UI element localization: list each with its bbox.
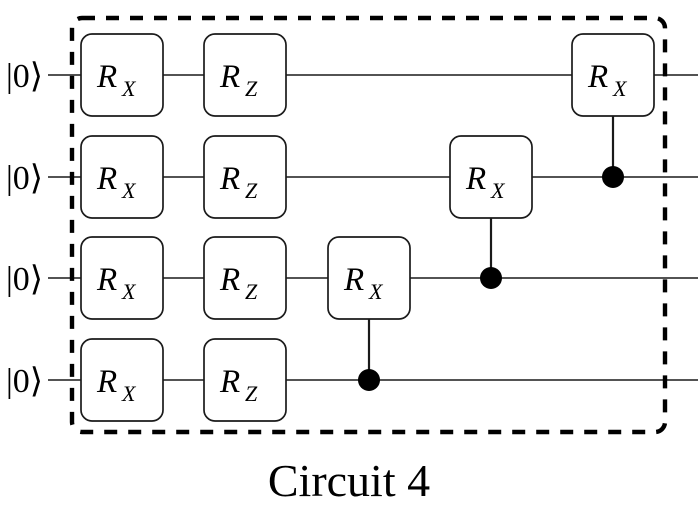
- gate-rx-q0[interactable]: R X: [80, 33, 164, 117]
- gate-symbol: R: [219, 59, 240, 95]
- qubit-label-2: |0⟩: [6, 261, 43, 298]
- gate-crx-q1-ctrl-q2[interactable]: R X: [449, 135, 533, 219]
- circuit-caption: Circuit 4: [268, 455, 430, 506]
- gate-symbol: R: [96, 364, 117, 400]
- gate-symbol: R: [219, 262, 240, 298]
- gate-rz-q2[interactable]: R Z: [203, 236, 287, 320]
- gate-crx-q0-ctrl-q1[interactable]: R X: [571, 33, 655, 117]
- gate-crx-q2-ctrl-q3[interactable]: R X: [327, 236, 411, 320]
- gate-subscript: Z: [245, 279, 258, 304]
- gate-box: [327, 236, 411, 320]
- qubit-label-1: |0⟩: [6, 160, 43, 197]
- gate-subscript: Z: [245, 76, 258, 101]
- qubit-state-labels: |0⟩ |0⟩ |0⟩ |0⟩: [6, 58, 43, 400]
- qubit-label-0: |0⟩: [6, 58, 43, 95]
- gate-rz-q1[interactable]: R Z: [203, 135, 287, 219]
- gate-subscript: X: [121, 381, 137, 406]
- gate-symbol: R: [96, 161, 117, 197]
- gate-symbol: R: [343, 262, 364, 298]
- gate-box: [80, 135, 164, 219]
- gate-subscript: Z: [245, 178, 258, 203]
- gate-symbol: R: [587, 59, 608, 95]
- gate-rz-q0[interactable]: R Z: [203, 33, 287, 117]
- gate-subscript: X: [368, 279, 384, 304]
- control-dot-q1: [602, 166, 624, 188]
- gate-rx-q1[interactable]: R X: [80, 135, 164, 219]
- gate-box: [203, 135, 287, 219]
- gate-symbol: R: [219, 161, 240, 197]
- gate-box: [571, 33, 655, 117]
- gate-symbol: R: [96, 262, 117, 298]
- qubit-label-3: |0⟩: [6, 363, 43, 400]
- gate-box: [80, 33, 164, 117]
- gate-subscript: X: [121, 279, 137, 304]
- gate-symbol: R: [465, 161, 486, 197]
- gate-subscript: X: [121, 76, 137, 101]
- gate-rx-q2[interactable]: R X: [80, 236, 164, 320]
- gate-box: [203, 338, 287, 422]
- control-dot-q2: [480, 267, 502, 289]
- gate-subscript: X: [121, 178, 137, 203]
- gate-subscript: X: [612, 76, 628, 101]
- qubit-wires: [48, 74, 698, 381]
- gate-subscript: Z: [245, 381, 258, 406]
- gate-symbol: R: [96, 59, 117, 95]
- gate-box: [449, 135, 533, 219]
- gate-rx-q3[interactable]: R X: [80, 338, 164, 422]
- gate-symbol: R: [219, 364, 240, 400]
- gate-box: [80, 236, 164, 320]
- circuit-group-dashed-box: [69, 15, 668, 435]
- gate-box: [203, 236, 287, 320]
- gate-subscript: X: [490, 178, 506, 203]
- control-dot-q3: [358, 369, 380, 391]
- gate-box: [203, 33, 287, 117]
- gate-box: [80, 338, 164, 422]
- gate-rz-q3[interactable]: R Z: [203, 338, 287, 422]
